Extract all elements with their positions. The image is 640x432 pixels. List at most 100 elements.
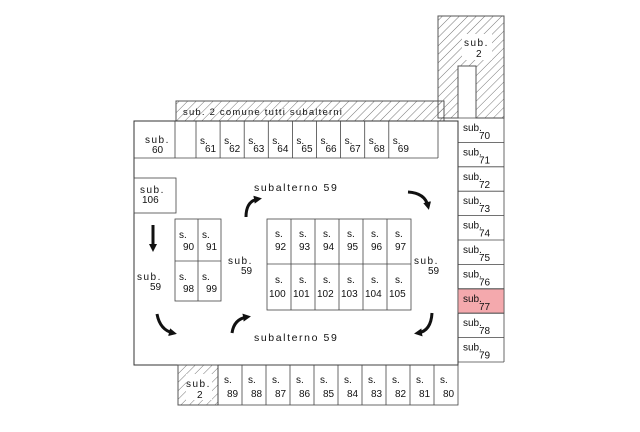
right-garage-number: 77	[479, 302, 491, 313]
bottom-garage-prefix: s.	[344, 375, 352, 386]
left-block-number: 99	[206, 284, 218, 295]
center-top-number: 95	[347, 242, 359, 253]
arrow-curve-bottom-left-icon	[155, 313, 177, 336]
left-block-grid	[174, 218, 222, 302]
right-garage-prefix: sub.	[463, 343, 482, 354]
garage-label-prefix: s.	[272, 136, 280, 147]
traffic-arrows	[149, 190, 434, 337]
bottom-garage-prefix: s.	[320, 375, 328, 386]
garage-number: 69	[398, 144, 410, 155]
subalterno-bottom-label: subalterno 59	[254, 332, 338, 344]
right-garage-number: 71	[479, 155, 491, 166]
right-garage-number: 75	[479, 253, 491, 264]
sub-2-top-label-line1: sub.	[464, 38, 489, 49]
bottom-garage-prefix: s.	[368, 375, 376, 386]
garage-label-prefix: s.	[296, 136, 304, 147]
common-area-label: sub. 2 comune tutti subalterni	[183, 107, 343, 118]
right-garage-number: 74	[479, 229, 491, 240]
cells-layer: s.61s.62s.63s.64s.65s.66s.67s.68s.69sub.…	[179, 121, 505, 405]
bottom-garage-number: 85	[323, 389, 335, 400]
top-row-garages	[134, 121, 439, 159]
bottom-garage-number: 86	[299, 389, 311, 400]
right-garage-number: 72	[479, 180, 491, 191]
garage-number: 63	[253, 144, 265, 155]
bottom-garage-number: 84	[347, 389, 359, 400]
garage-number: 65	[301, 144, 313, 155]
bottom-garage-number: 81	[419, 389, 431, 400]
sub-59-mid-label-line2: 59	[241, 266, 253, 277]
center-bottom-number: 104	[365, 289, 382, 300]
arrow-curve-top-left-icon	[244, 195, 262, 218]
right-garage-prefix: sub.	[463, 318, 482, 329]
center-top-number: 96	[371, 242, 383, 253]
bottom-garage-prefix: s.	[416, 375, 424, 386]
garage-number: 62	[229, 144, 241, 155]
center-top-number: 94	[323, 242, 335, 253]
right-garage-prefix: sub.	[463, 294, 482, 305]
right-garage-prefix: sub.	[463, 245, 482, 256]
center-bottom-prefix: s.	[347, 275, 355, 286]
sub-2-top-label-line2: 2	[476, 49, 482, 60]
right-garage-number: 70	[479, 131, 491, 142]
bottom-garage-prefix: s.	[272, 375, 280, 386]
sub-59-right-label-line1: sub.	[414, 256, 439, 267]
center-top-prefix: s.	[299, 229, 307, 240]
sub-60-label-line2: 60	[152, 145, 164, 156]
bottom-garage-number: 87	[275, 389, 287, 400]
garage-label-prefix: s.	[248, 136, 256, 147]
sub-2-top-label-bg	[462, 34, 492, 60]
center-bottom-number: 102	[317, 289, 334, 300]
center-top-prefix: s.	[395, 229, 403, 240]
center-bottom-prefix: s.	[275, 275, 283, 286]
garage-label-prefix: s.	[393, 136, 401, 147]
right-garage-number: 78	[479, 326, 491, 337]
center-bottom-number: 103	[341, 289, 358, 300]
bottom-garage-number: 83	[371, 389, 383, 400]
left-block-prefix: s.	[202, 272, 210, 283]
right-garage-prefix: sub.	[463, 123, 482, 134]
sub-2-bottom-label-line1: sub.	[186, 379, 211, 390]
right-garage-prefix: sub.	[463, 221, 482, 232]
sub-59-mid-label-line1: sub.	[228, 256, 253, 267]
right-garage-prefix: sub.	[463, 196, 482, 207]
right-garage-prefix: sub.	[463, 172, 482, 183]
sub-59-left-label-line1: sub.	[137, 272, 162, 283]
arrow-curve-top-right-icon	[407, 190, 431, 210]
right-garage-number: 76	[479, 277, 491, 288]
bottom-garage-prefix: s.	[296, 375, 304, 386]
center-bottom-number: 105	[389, 289, 406, 300]
bottom-garage-prefix: s.	[392, 375, 400, 386]
bottom-garage-prefix: s.	[248, 375, 256, 386]
garage-number: 67	[350, 144, 362, 155]
bottom-garage-prefix: s.	[440, 375, 448, 386]
center-top-prefix: s.	[347, 229, 355, 240]
subalterno-top-label: subalterno 59	[254, 182, 338, 194]
garage-label-prefix: s.	[369, 136, 377, 147]
center-top-prefix: s.	[323, 229, 331, 240]
center-bottom-prefix: s.	[371, 275, 379, 286]
garage-number: 66	[326, 144, 338, 155]
center-bottom-prefix: s.	[323, 275, 331, 286]
sub-2-bottom-label-bg	[186, 374, 212, 400]
sub-59-right-label-line2: 59	[428, 266, 440, 277]
bottom-garage-number: 80	[443, 389, 455, 400]
center-block-grid	[266, 218, 412, 311]
sub-59-left-label-line2: 59	[150, 282, 162, 293]
sub-2-bottom-label-line2: 2	[197, 390, 203, 401]
right-garage-number: 79	[479, 351, 491, 362]
garage-label-prefix: s.	[345, 136, 353, 147]
bottom-garage-number: 89	[227, 389, 239, 400]
garage-number: 64	[277, 144, 289, 155]
left-block-prefix: s.	[179, 230, 187, 241]
left-block-number: 90	[183, 242, 195, 253]
right-garage-prefix: sub.	[463, 269, 482, 280]
bottom-garage-number: 82	[395, 389, 407, 400]
center-top-number: 97	[395, 242, 407, 253]
bottom-garage-prefix: s.	[224, 375, 232, 386]
garage-label-prefix: s.	[321, 136, 329, 147]
center-bottom-number: 100	[269, 289, 286, 300]
sub-106-box	[133, 177, 177, 214]
sub-60-label-line1: sub.	[145, 135, 170, 146]
